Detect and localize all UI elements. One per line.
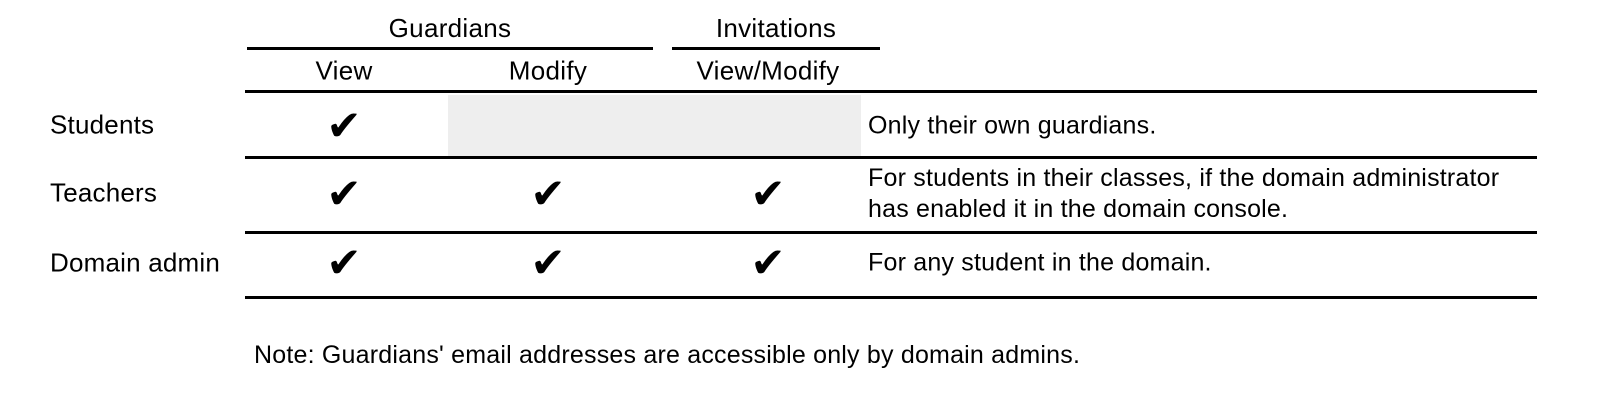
students-note: Only their own guardians.	[868, 111, 1157, 140]
header-rule	[245, 90, 1537, 93]
check-icon: ✔	[326, 169, 362, 218]
teachers-note: For students in their classes, if the do…	[868, 164, 1500, 223]
domain-admin-note: For any student in the domain.	[868, 248, 1212, 277]
footnote: Note: Guardians' email addresses are acc…	[254, 341, 1081, 369]
students-disabled-cells	[448, 95, 861, 156]
column-header-modify: Modify	[508, 55, 588, 86]
check-icon: ✔	[530, 238, 566, 287]
column-header-view-modify: View/Modify	[696, 55, 840, 86]
teachers-row-rule	[245, 231, 1537, 234]
students-row-rule	[245, 156, 1537, 159]
row-label-students: Students	[50, 109, 155, 140]
check-icon: ✔	[326, 238, 362, 287]
group-header-invitations: Invitations	[715, 13, 837, 43]
column-header-view: View	[315, 55, 373, 86]
check-icon: ✔	[750, 169, 786, 218]
group-header-guardians: Guardians	[388, 13, 512, 43]
table-bottom-rule	[245, 296, 1537, 299]
check-icon: ✔	[750, 238, 786, 287]
invitations-underline	[672, 47, 880, 50]
check-icon: ✔	[326, 101, 362, 150]
row-label-teachers: Teachers	[50, 177, 158, 208]
guardians-underline	[247, 47, 653, 50]
check-icon: ✔	[530, 169, 566, 218]
row-label-domain-admin: Domain admin	[50, 247, 221, 278]
